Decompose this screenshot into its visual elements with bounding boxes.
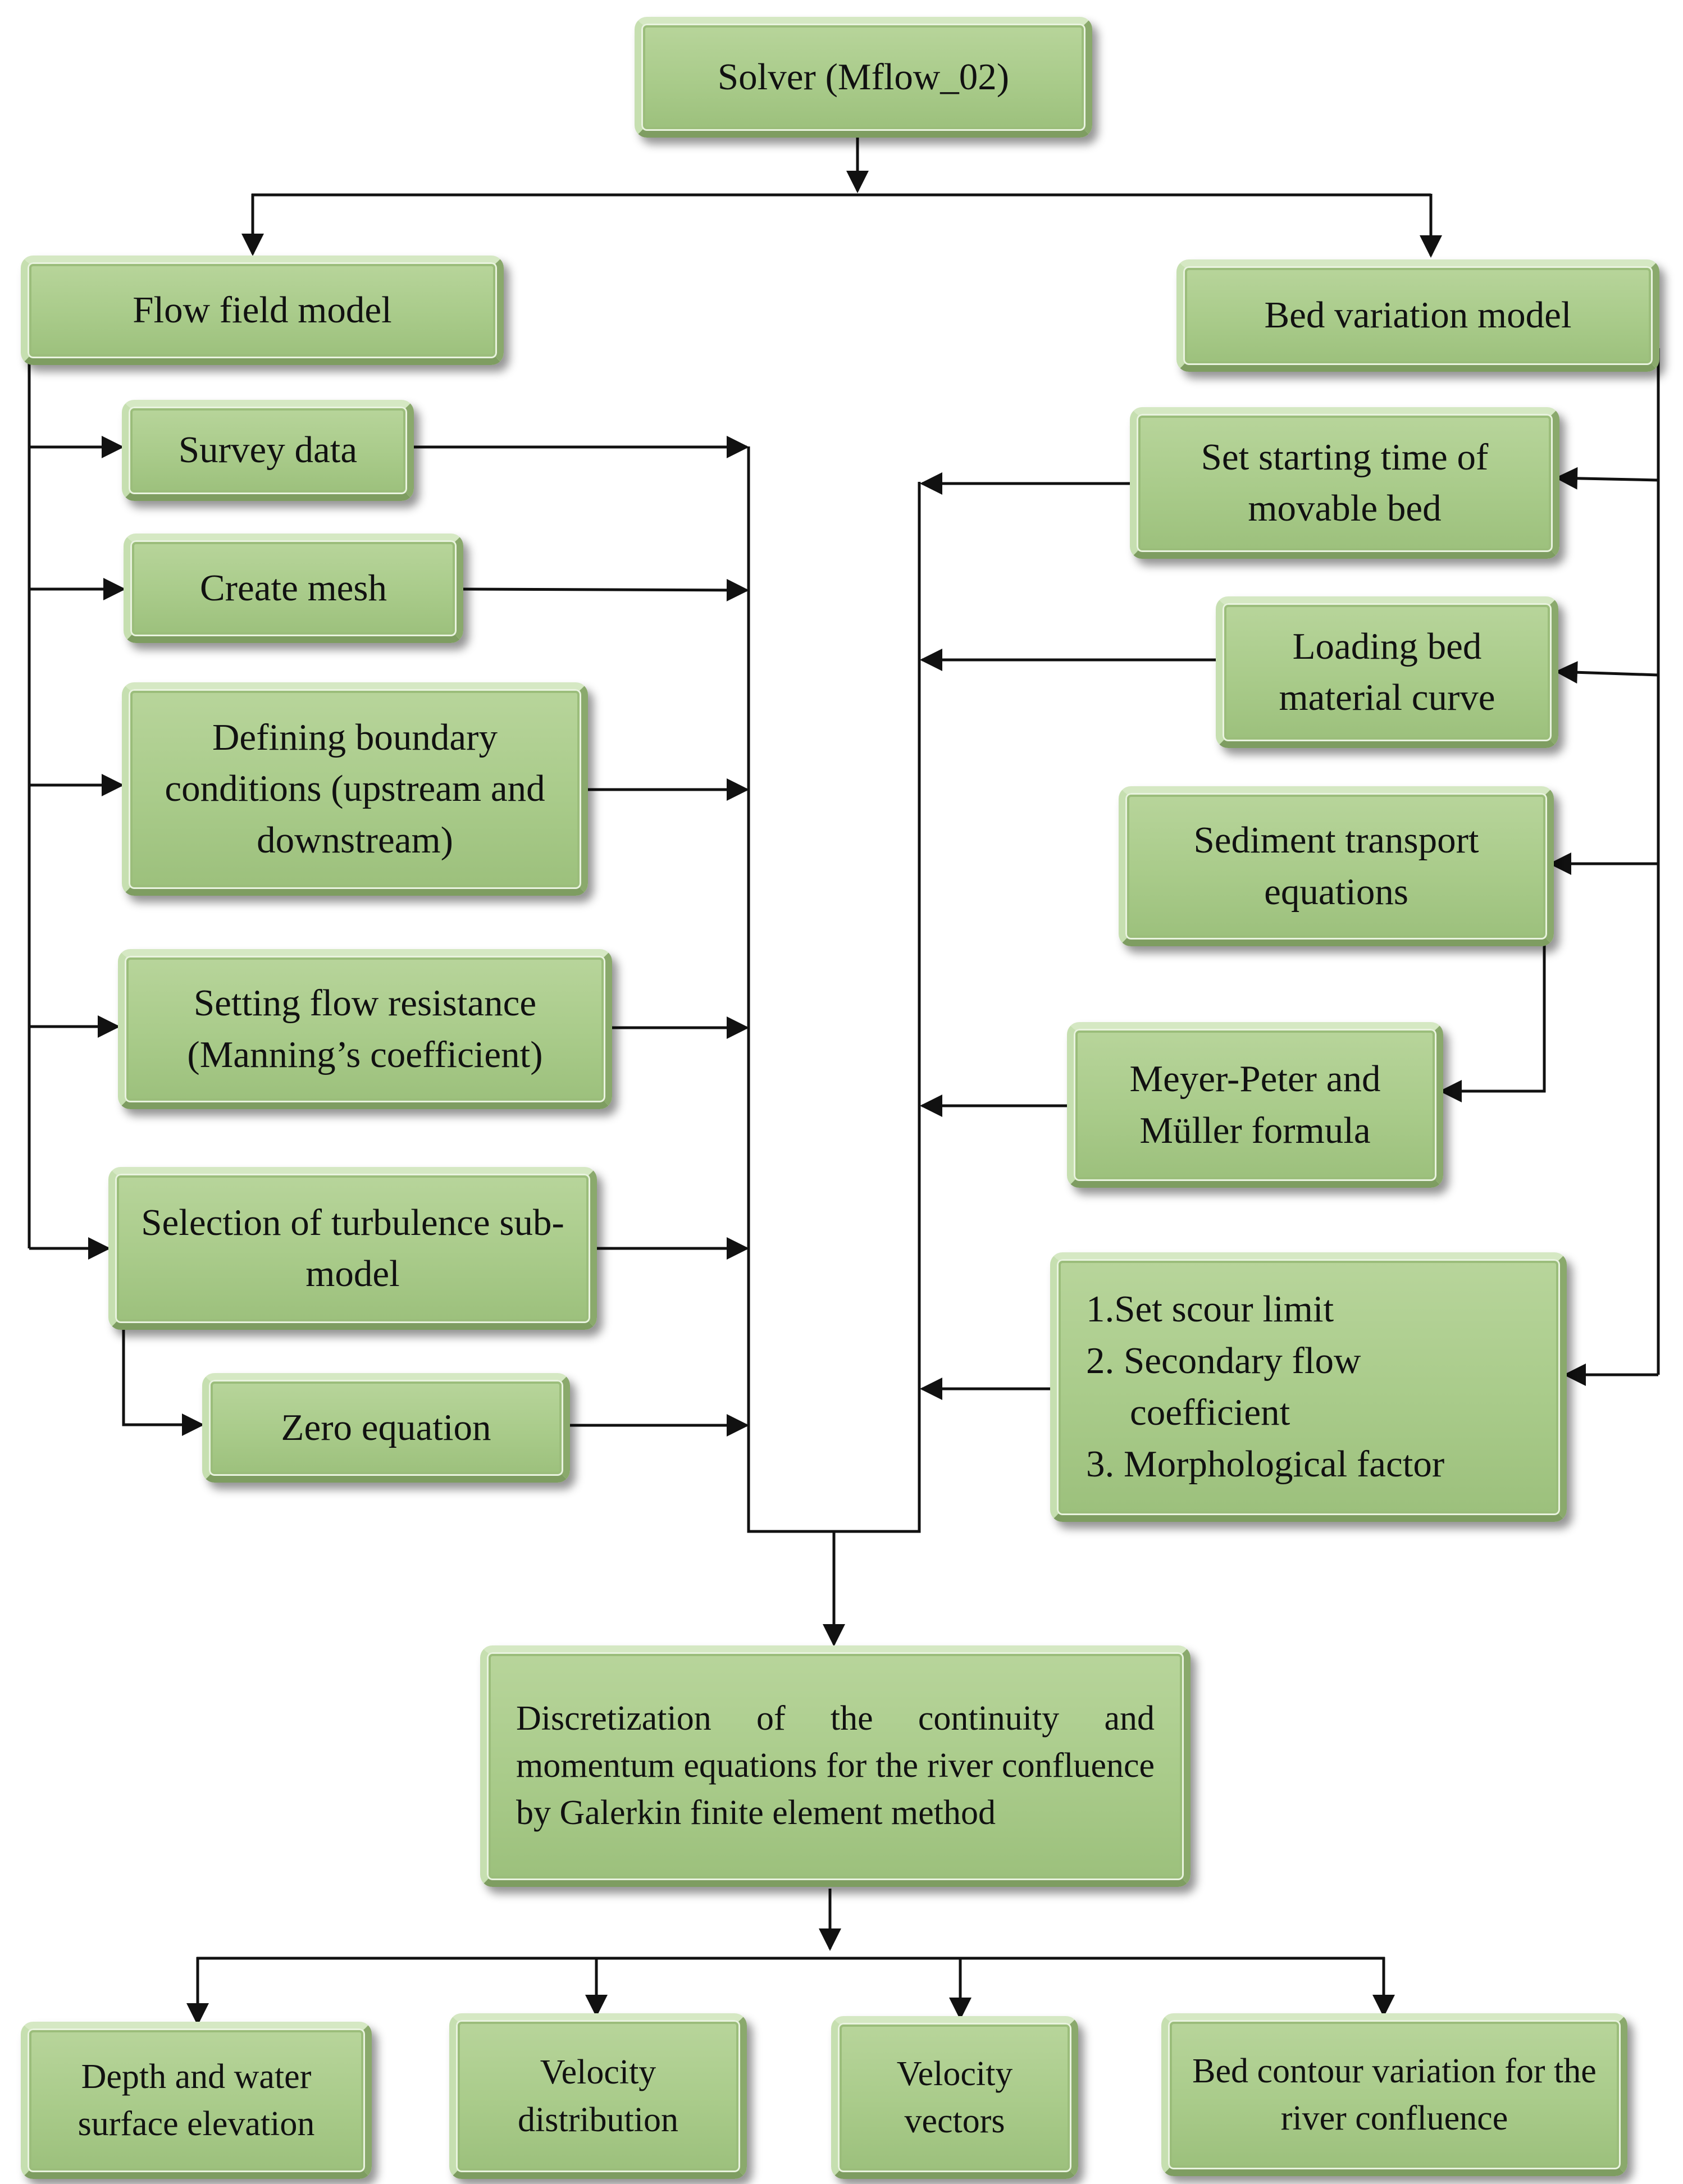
zero-equation-box: Zero equation [202,1373,570,1483]
solver-box: Solver (Mflow_02) [635,17,1092,138]
bed-variation-model-label: Bed variation model [1264,294,1572,336]
output-velocity-vectors-box: Velocity vectors [831,2016,1078,2179]
discretization-box: Discretization of the continuity and mom… [480,1645,1191,1887]
survey-data-box: Survey data [122,400,414,501]
starting-time-label: Set starting time of movable bed [1201,436,1489,529]
param-scour-limit: 1.Set scour limit [1086,1288,1334,1330]
bed-material-curve-label: Loading bed material curve [1279,625,1495,718]
output-bed-contour-label: Bed contour variation for the river conf… [1192,2051,1597,2137]
output-velocity-vectors-label: Velocity vectors [896,2054,1013,2140]
sediment-transport-box: Sediment transport equations [1119,786,1554,946]
meyer-peter-muller-label: Meyer-Peter and Müller formula [1129,1058,1381,1151]
zero-equation-label: Zero equation [281,1406,491,1448]
solver-label: Solver (Mflow_02) [717,56,1010,98]
create-mesh-box: Create mesh [124,534,463,643]
output-velocity-distribution-box: Velocity distribution [449,2013,747,2179]
param-secondary-flow: 2. Secondary flow [1086,1340,1361,1382]
meyer-peter-muller-box: Meyer-Peter and Müller formula [1067,1022,1443,1188]
boundary-conditions-box: Defining boundary conditions (upstream a… [122,682,588,896]
output-depth-elevation-label: Depth and water surface elevation [77,2057,315,2143]
param-secondary-flow-cont: coefficient [1130,1392,1290,1433]
bed-material-curve-box: Loading bed material curve [1216,596,1558,748]
sediment-transport-label: Sediment transport equations [1193,819,1479,913]
output-depth-elevation-box: Depth and water surface elevation [21,2022,372,2179]
starting-time-box: Set starting time of movable bed [1130,407,1559,559]
flow-resistance-box: Setting flow resistance (Manning’s coeff… [118,949,612,1109]
param-morphological-factor: 3. Morphological factor [1086,1443,1445,1485]
flow-field-model-box: Flow field model [21,256,504,365]
flow-resistance-label: Setting flow resistance (Manning’s coeff… [187,982,543,1075]
survey-data-label: Survey data [178,429,358,471]
turbulence-submodel-label: Selection of turbulence sub-model [141,1201,564,1294]
turbulence-submodel-box: Selection of turbulence sub-model [108,1167,597,1330]
create-mesh-label: Create mesh [199,567,387,609]
boundary-conditions-label: Defining boundary conditions (upstream a… [165,717,545,861]
output-bed-contour-box: Bed contour variation for the river conf… [1161,2013,1627,2176]
flow-field-model-label: Flow field model [133,289,392,331]
output-velocity-distribution-label: Velocity distribution [518,2053,678,2139]
bed-parameters-box: 1.Set scour limit 2. Secondary flow coef… [1050,1252,1567,1522]
bed-variation-model-box: Bed variation model [1176,259,1659,372]
discretization-label: Discretization of the continuity and mom… [516,1699,1155,1832]
